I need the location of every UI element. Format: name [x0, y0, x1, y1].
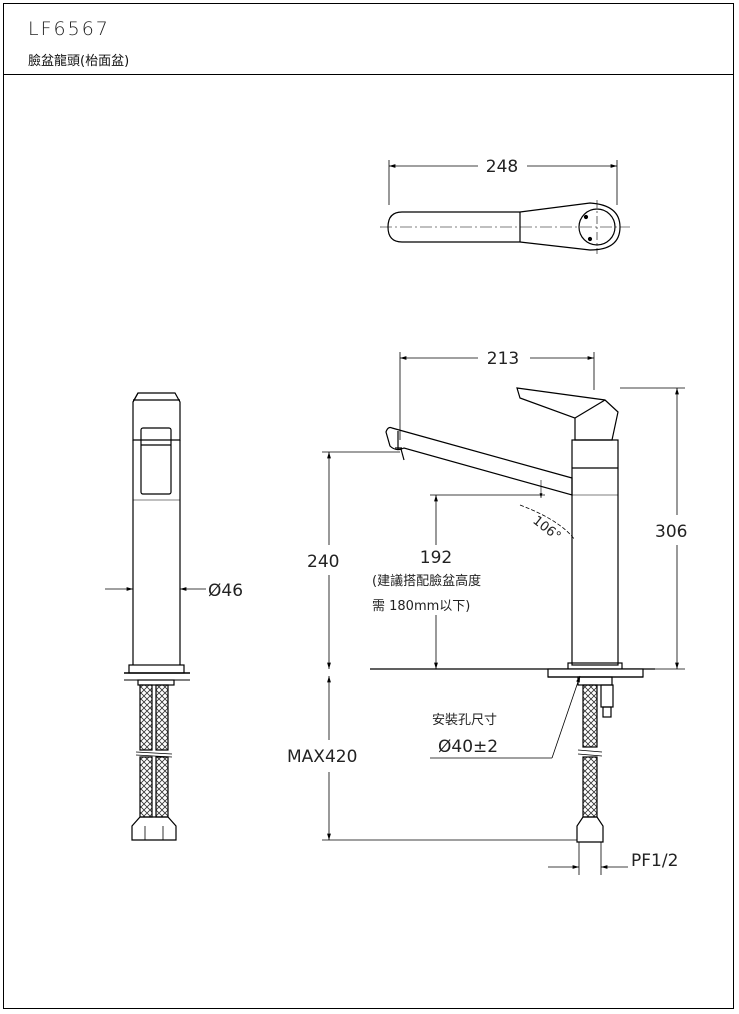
clearance-note-line1: (建議搭配臉盆高度 [372, 573, 481, 589]
product-subtitle: 臉盆龍頭(枱面盆) [28, 54, 130, 69]
mount-hole-size: Ø40±2 [438, 737, 498, 757]
dim-body-diameter: Ø46 [208, 581, 243, 601]
mount-hole-label: 安裝孔尺寸 [432, 713, 497, 728]
dim-top-width: 248 [486, 157, 518, 177]
top-view [380, 160, 630, 254]
title-block: LF6567 臉盆龍頭(枱面盆) [4, 4, 733, 75]
front-view [322, 352, 685, 875]
dim-thread: PF1/2 [631, 851, 678, 871]
dim-spout-reach: 213 [487, 349, 519, 369]
dim-total-height: 306 [655, 522, 687, 542]
clearance-note-line2: 需 180mm以下) [372, 599, 470, 614]
side-view [105, 392, 206, 841]
dim-spout-height: 240 [307, 552, 339, 572]
dim-spout-angle: 106° [530, 513, 564, 544]
dim-hose-length: MAX420 [287, 747, 357, 767]
dim-clearance: 192 [420, 548, 452, 568]
drawing-frame: LF6567 臉盆龍頭(枱面盆) [3, 3, 734, 1009]
model-number: LF6567 [28, 18, 110, 40]
